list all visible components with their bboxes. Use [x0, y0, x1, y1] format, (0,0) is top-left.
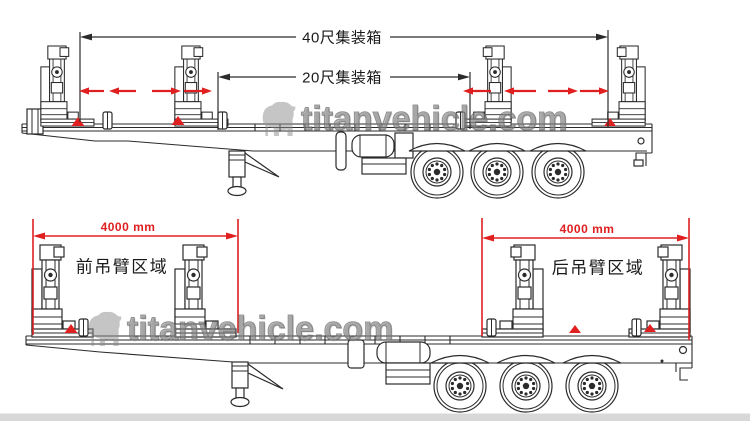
top-view-trailer [21, 45, 653, 199]
crane-arm [40, 45, 95, 127]
fenders-bottom-view [430, 354, 622, 364]
twistlock-posts-bottom-view [78, 318, 642, 337]
power-pack-bottom-view [347, 339, 431, 385]
dim-4000mm-rear [481, 218, 690, 340]
landing-gear-top-view [227, 150, 280, 197]
slide-arrows-rear [463, 87, 609, 95]
crane-arm [174, 244, 237, 338]
wheel [410, 145, 585, 199]
footer-band [0, 413, 750, 421]
crane-arm [457, 45, 512, 127]
dim-4000mm-front [32, 219, 239, 335]
front-crane-zone-label: 前吊臂区域 [75, 257, 169, 277]
wheel [433, 359, 619, 413]
chassis-top-view [21, 108, 653, 167]
bottom-view-trailer [25, 244, 693, 413]
red-twistlocks-bottom-view [64, 324, 656, 333]
rear-zone-dim-label: 4000 mm [559, 222, 615, 236]
slide-arrows-front [79, 87, 212, 95]
rear-crane-zone-label: 后吊臂区域 [551, 258, 645, 278]
label-20ft-container: 20尺集装箱 [302, 69, 382, 87]
front-zone-dim-label: 4000 mm [100, 220, 156, 234]
power-pack-top-view [335, 131, 414, 175]
dim-line-40ft [79, 30, 609, 127]
label-40ft-container: 40尺集装箱 [302, 29, 382, 47]
red-twistlocks-top-view [71, 116, 616, 126]
twistlock-posts-top-view [102, 111, 466, 130]
crane-arm [591, 45, 646, 127]
landing-gear-bottom-view [230, 361, 284, 408]
fenders-top-view [408, 142, 587, 152]
dim-line-20ft [217, 72, 471, 130]
